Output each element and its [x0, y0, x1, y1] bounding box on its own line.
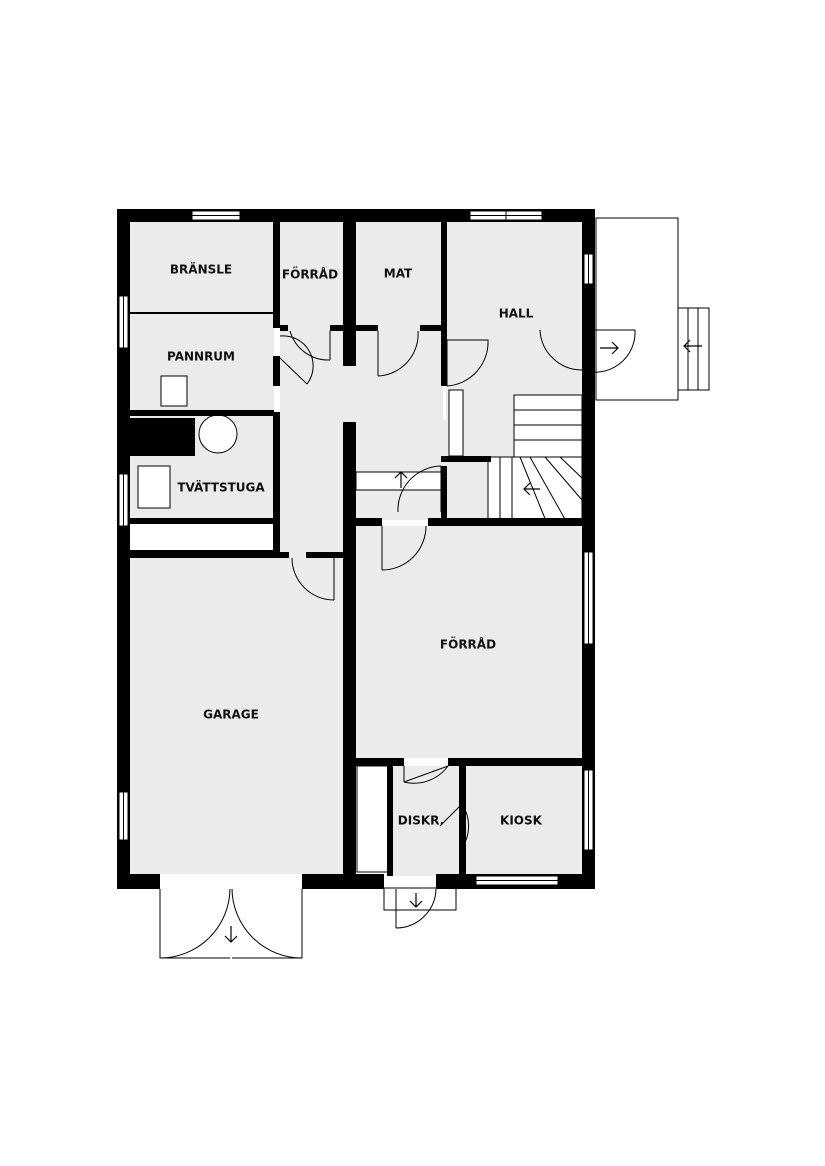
door-mat: [377, 330, 419, 377]
arrow-down-icon: [409, 893, 423, 908]
door-garage-double: [159, 888, 303, 959]
floor-corridor-lower: [280, 420, 343, 558]
label-garage: GARAGE: [203, 708, 259, 722]
door-kiosk: [439, 803, 470, 849]
door-stair-passage: [397, 465, 442, 513]
label-forrad-main: FÖRRÅD: [440, 637, 496, 652]
cupboard-fixture: [356, 765, 391, 873]
label-kiosk: KIOSK: [500, 814, 543, 828]
door-front: [539, 329, 636, 373]
label-diskr: DISKR.: [398, 814, 444, 828]
door-diskr-exterior: [395, 888, 437, 929]
arrow-up-icon: [394, 471, 408, 488]
round-tank-fixture: [198, 414, 238, 454]
door-garage: [291, 557, 335, 601]
porch: [383, 217, 710, 911]
floor-garage: [129, 558, 343, 874]
fixtures: [137, 375, 464, 873]
arrow-down-icon: [224, 926, 238, 943]
stairs: [487, 394, 583, 522]
floor-forrad-main: [356, 526, 582, 758]
walls: [117, 209, 595, 889]
label-bransle: BRÄNSLE: [170, 262, 232, 277]
door-pannrum: [279, 335, 314, 385]
label-pannrum: PANNRUM: [167, 350, 235, 364]
floor-diskr: [392, 766, 460, 876]
floor-pannrum: [129, 314, 274, 418]
door-hall-corridor: [446, 339, 489, 387]
entrance-arrow-icon: [683, 339, 702, 353]
floor-bransle: [129, 222, 274, 314]
label-forrad-top: FÖRRÅD: [282, 267, 338, 282]
door-diskr: [403, 764, 450, 784]
floor-kiosk: [466, 766, 582, 876]
label-hall: HALL: [499, 307, 534, 321]
boiler-fixture: [160, 375, 188, 407]
cabinet-fixture: [448, 389, 464, 457]
arrow-right-icon: [600, 341, 619, 355]
door-forrad-top: [289, 330, 331, 361]
door-forrad-main: [381, 525, 427, 571]
floor-forrad-top: [280, 222, 343, 328]
doors: [159, 329, 636, 959]
windows: [118, 210, 594, 886]
washer-fixture: [137, 465, 171, 509]
room-labels: BRÄNSLE FÖRRÅD MAT HALL PANNRUM TVÄTTSTU…: [167, 262, 543, 828]
direction-arrows: [224, 341, 619, 943]
floor-mat: [356, 222, 442, 328]
floor-corridor: [280, 328, 443, 422]
label-tvattstuga: TVÄTTSTUGA: [177, 480, 265, 495]
label-mat: MAT: [384, 267, 413, 281]
stair-arrow-icon: [523, 482, 540, 496]
